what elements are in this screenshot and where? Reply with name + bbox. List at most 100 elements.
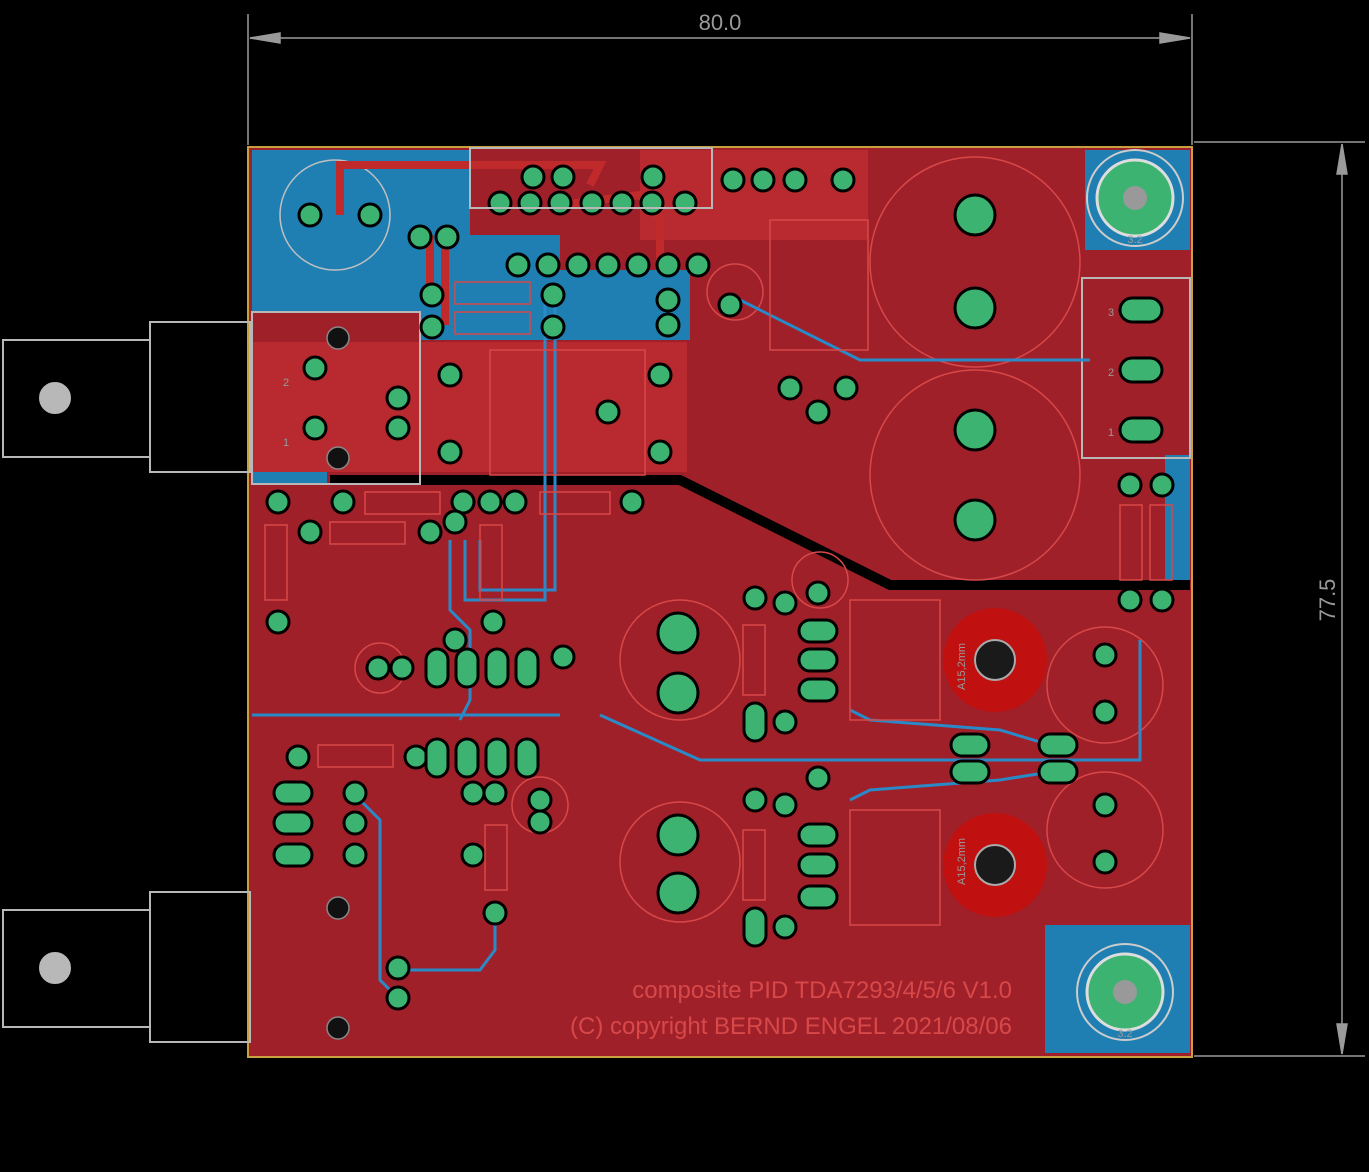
pad xyxy=(482,900,508,926)
pad xyxy=(742,787,768,813)
output-pin-2: 2 xyxy=(1108,367,1114,379)
capacitor-pad xyxy=(953,498,997,542)
pad xyxy=(1092,849,1118,875)
pad-oval xyxy=(797,618,839,644)
pad xyxy=(265,609,291,635)
large-capacitors xyxy=(279,156,1164,923)
pad xyxy=(535,252,561,278)
through-hole-pads xyxy=(265,164,1175,1011)
pad xyxy=(517,190,543,216)
board-copyright: (C) copyright BERND ENGEL 2021/08/06 xyxy=(570,1013,1012,1040)
pad xyxy=(389,655,415,681)
mount-hole-label-bottom: 3.2 xyxy=(1117,1028,1132,1040)
copper-separation xyxy=(330,475,1190,590)
output-terminal xyxy=(1081,277,1191,459)
pad xyxy=(565,252,591,278)
pad xyxy=(547,190,573,216)
pad xyxy=(297,202,323,228)
pad xyxy=(1117,587,1143,613)
pad xyxy=(302,415,328,441)
pad xyxy=(403,744,429,770)
pad xyxy=(639,190,665,216)
pad xyxy=(1092,792,1118,818)
pad xyxy=(655,312,681,338)
pad xyxy=(442,509,468,535)
connector-screw-holes xyxy=(326,326,350,1040)
capacitor-pad xyxy=(656,813,700,857)
pad xyxy=(720,167,746,193)
pad xyxy=(482,780,508,806)
pad xyxy=(1149,587,1175,613)
pad xyxy=(782,167,808,193)
pad xyxy=(487,190,513,216)
pad xyxy=(434,224,460,250)
pad xyxy=(772,590,798,616)
pad xyxy=(480,609,506,635)
pad xyxy=(285,744,311,770)
pad-oval xyxy=(797,884,839,910)
pad xyxy=(527,809,553,835)
pad xyxy=(742,585,768,611)
pad xyxy=(502,489,528,515)
pad-oval xyxy=(1037,759,1079,785)
pad xyxy=(419,282,445,308)
capacitor-pad xyxy=(953,193,997,237)
pad xyxy=(717,292,743,318)
output-pin-1: 1 xyxy=(1108,427,1114,439)
pad-oval xyxy=(742,906,768,948)
pad xyxy=(647,362,673,388)
pad xyxy=(772,792,798,818)
pad xyxy=(1149,472,1175,498)
pad xyxy=(777,375,803,401)
pad xyxy=(365,655,391,681)
pad xyxy=(342,810,368,836)
pad xyxy=(385,415,411,441)
pad xyxy=(407,224,433,250)
pad-oval xyxy=(272,842,314,868)
pad xyxy=(750,167,776,193)
mount-hole-label-top: 3.2 xyxy=(1127,234,1142,246)
pad xyxy=(385,955,411,981)
pad xyxy=(417,519,443,545)
pad xyxy=(685,252,711,278)
input-pin-2: 2 xyxy=(283,377,289,389)
pad xyxy=(477,489,503,515)
pad xyxy=(540,282,566,308)
capacitor-pad xyxy=(656,871,700,915)
pad-oval xyxy=(424,647,450,689)
capacitor-pad xyxy=(953,408,997,452)
pad-oval xyxy=(797,677,839,703)
potentiometers xyxy=(943,608,1047,917)
input-pin-1: 1 xyxy=(283,437,289,449)
pad xyxy=(1092,642,1118,668)
pad xyxy=(640,164,666,190)
pad-oval xyxy=(949,759,991,785)
pad xyxy=(460,842,486,868)
pad-oval xyxy=(424,737,450,779)
pad xyxy=(619,489,645,515)
pad xyxy=(527,787,553,813)
resistor-bodies xyxy=(264,219,1173,926)
pad-oval xyxy=(1037,732,1079,758)
pad xyxy=(302,355,328,381)
pad-oval xyxy=(514,647,540,689)
pad xyxy=(595,252,621,278)
pad xyxy=(805,399,831,425)
pad-oval xyxy=(454,647,480,689)
mounting-holes xyxy=(1076,149,1184,1041)
pad-oval xyxy=(949,732,991,758)
input-connectors xyxy=(2,311,421,1043)
pad xyxy=(1117,472,1143,498)
pad xyxy=(342,842,368,868)
pad-oval xyxy=(797,647,839,673)
pad xyxy=(647,439,673,465)
pad xyxy=(772,914,798,940)
pad xyxy=(437,439,463,465)
pad xyxy=(772,709,798,735)
pad xyxy=(540,314,566,340)
ic-header-row xyxy=(469,147,713,209)
pad xyxy=(357,202,383,228)
pad-oval xyxy=(797,822,839,848)
pad-oval xyxy=(484,647,510,689)
